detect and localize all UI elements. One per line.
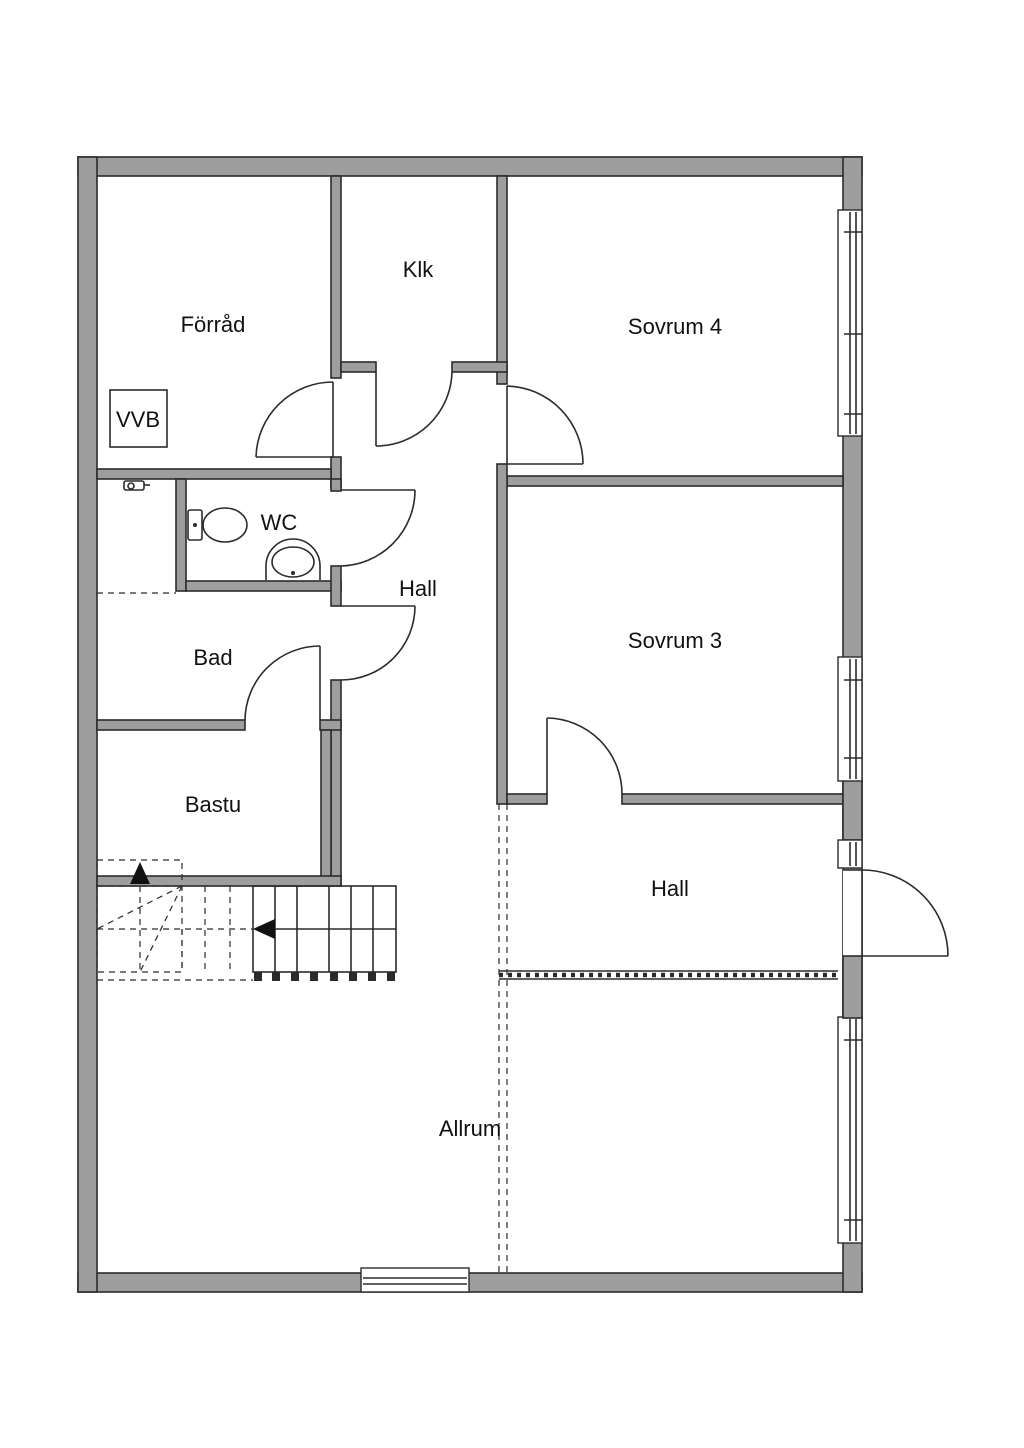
room-labels: Förråd Klk Sovrum 4 VVB WC Hall Sovrum 3… (116, 257, 722, 1141)
room-label-hall-lower: Hall (651, 876, 689, 901)
door-bad (340, 605, 416, 681)
sink-icon (265, 538, 321, 580)
entrance-door (837, 839, 949, 1019)
doors (244, 371, 623, 795)
room-label-allrum: Allrum (439, 1116, 501, 1141)
fixtures (109, 389, 321, 580)
floor-drain-icon (123, 480, 150, 491)
room-label-sovrum3: Sovrum 3 (628, 628, 722, 653)
vvb-box (109, 389, 168, 448)
interior-walls (96, 175, 863, 887)
door-sovrum3 (546, 717, 623, 795)
toilet-icon (187, 507, 248, 543)
stairs (96, 859, 397, 981)
door-bastu (244, 645, 321, 721)
room-label-bad: Bad (193, 645, 232, 670)
door-klk (375, 371, 453, 447)
window-allrum-right (837, 1016, 863, 1244)
room-label-klk: Klk (403, 257, 435, 282)
room-label-forrad: Förråd (181, 312, 246, 337)
door-sovrum4 (506, 385, 584, 465)
window-sovrum3 (837, 656, 863, 782)
boundary-lines (97, 592, 838, 1273)
door-forrad (255, 381, 334, 458)
room-label-wc: WC (261, 510, 298, 535)
room-label-sovrum4: Sovrum 4 (628, 314, 722, 339)
door-wc (340, 489, 416, 567)
room-label-bastu: Bastu (185, 792, 241, 817)
room-label-vvb: VVB (116, 407, 160, 432)
hall-boundary-hatch (499, 970, 838, 980)
window-sovrum4 (837, 209, 863, 437)
window-allrum-bottom (360, 1267, 470, 1293)
windows (360, 209, 863, 1293)
stair-posts (254, 972, 395, 981)
room-label-hall-upper: Hall (399, 576, 437, 601)
